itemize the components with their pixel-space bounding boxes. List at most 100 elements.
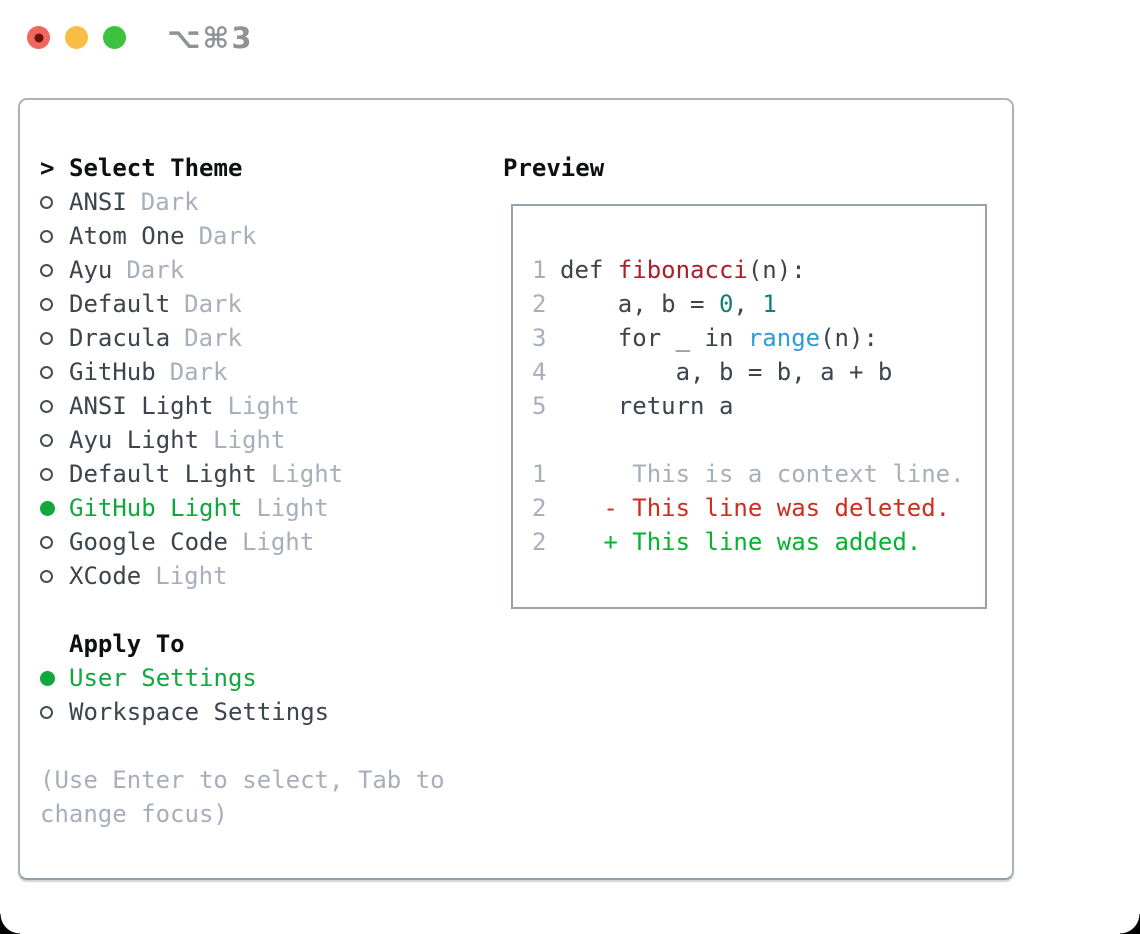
code-segment: 0 (718, 290, 734, 318)
radio-icon (40, 433, 53, 447)
footer-hint-line: change focus) (40, 800, 228, 828)
line-number: 3 (532, 324, 547, 352)
code-segment: for _ in (560, 324, 748, 352)
code-line: 4 a, b = b, a + b (532, 355, 965, 389)
window-corner (1120, 914, 1140, 934)
titlebar: ⌥⌘3 (0, 0, 1140, 74)
code-line: 3 for _ in range(n): (532, 321, 965, 355)
radio-icon (40, 263, 53, 277)
theme-variant: Light (227, 392, 300, 420)
radio-icon (40, 569, 53, 583)
code-segment: - This line was deleted. (560, 494, 951, 522)
theme-name: Default (69, 290, 171, 318)
theme-name: GitHub (69, 358, 156, 386)
close-button[interactable] (27, 26, 50, 49)
theme-option-github[interactable]: GitHub Dark (40, 355, 445, 389)
radio-icon (40, 331, 53, 345)
window-corner (0, 914, 20, 934)
footer-hint-line: (Use Enter to select, Tab to (40, 766, 445, 794)
theme-option-dracula[interactable]: Dracula Dark (40, 321, 445, 355)
code-segment: return a (560, 392, 734, 420)
apply-option-user-settings[interactable]: User Settings (40, 661, 445, 695)
theme-name: ANSI Light (69, 392, 214, 420)
theme-name: Atom One (69, 222, 185, 250)
radio-selected-icon (40, 500, 55, 516)
apply-to-title: Apply To (69, 630, 185, 658)
radio-icon (40, 365, 53, 379)
apply-option-label: User Settings (69, 664, 257, 692)
spacer-row (40, 729, 445, 763)
apply-option-workspace-settings[interactable]: Workspace Settings (40, 695, 445, 729)
preview-title: Preview (503, 154, 605, 182)
line-number: 2 (532, 494, 547, 522)
theme-variant: Dark (140, 188, 199, 216)
theme-variant: Dark (198, 222, 257, 250)
apply-to-header: Apply To (40, 627, 445, 661)
code-segment: , (733, 290, 763, 318)
radio-icon (40, 705, 53, 719)
theme-variant: Dark (126, 256, 185, 284)
theme-variant: Light (241, 528, 315, 556)
code-line: 1 This is a context line. (532, 457, 965, 491)
code-segment: a, b = b, a + b (560, 358, 893, 386)
code-line: 5 return a (532, 389, 965, 423)
select-theme-title: Select Theme (69, 154, 243, 182)
line-number: 1 (532, 460, 547, 488)
code-segment: (n): (820, 324, 878, 352)
minimize-button[interactable] (65, 26, 88, 49)
code-segment: (n): (747, 256, 806, 284)
theme-option-xcode[interactable]: XCode Light (40, 559, 445, 593)
theme-option-ansi[interactable]: ANSI Dark (40, 185, 445, 219)
radio-icon (40, 399, 53, 413)
spacer-row (40, 593, 445, 627)
radio-selected-icon (40, 670, 55, 686)
theme-variant: Light (256, 494, 329, 522)
prompt-caret: > (40, 154, 55, 182)
radio-icon (40, 535, 53, 549)
theme-name: XCode (69, 562, 142, 590)
apply-option-label: Workspace Settings (69, 698, 330, 726)
window-title: ⌥⌘3 (167, 21, 254, 55)
theme-name: Google Code (69, 528, 228, 556)
close-dot-icon (34, 33, 43, 42)
line-number: 5 (532, 392, 547, 420)
zoom-button[interactable] (103, 26, 126, 49)
theme-variant: Dark (169, 358, 228, 386)
code-segment: a, b = (560, 290, 719, 318)
code-segment: range (747, 324, 821, 352)
theme-name: Dracula (69, 324, 171, 352)
line-number: 2 (532, 528, 547, 556)
theme-variant: Light (270, 460, 344, 488)
theme-variant: Light (155, 562, 228, 590)
theme-name: ANSI (69, 188, 127, 216)
code-line: 2 a, b = 0, 1 (532, 287, 965, 321)
code-line: 2 + This line was added. (532, 525, 965, 559)
theme-name: Default Light (69, 460, 257, 488)
radio-icon (40, 467, 53, 481)
theme-option-google-code[interactable]: Google Code Light (40, 525, 445, 559)
theme-option-default-light[interactable]: Default Light Light (40, 457, 445, 491)
code-segment: fibonacci (617, 256, 748, 284)
code-segment: This is a context line. (560, 460, 965, 488)
code-segment: def (560, 256, 618, 284)
line-number: 2 (532, 290, 547, 318)
theme-variant: Dark (184, 324, 242, 352)
radio-icon (40, 229, 53, 243)
line-number: 4 (532, 358, 547, 386)
theme-option-atom-one[interactable]: Atom One Dark (40, 219, 445, 253)
code-segment: + This line was added. (560, 528, 922, 556)
code-blank-line (532, 423, 965, 457)
radio-icon (40, 297, 53, 311)
radio-icon (40, 195, 53, 209)
code-line: 2 - This line was deleted. (532, 491, 965, 525)
theme-option-ansi-light[interactable]: ANSI Light Light (40, 389, 445, 423)
